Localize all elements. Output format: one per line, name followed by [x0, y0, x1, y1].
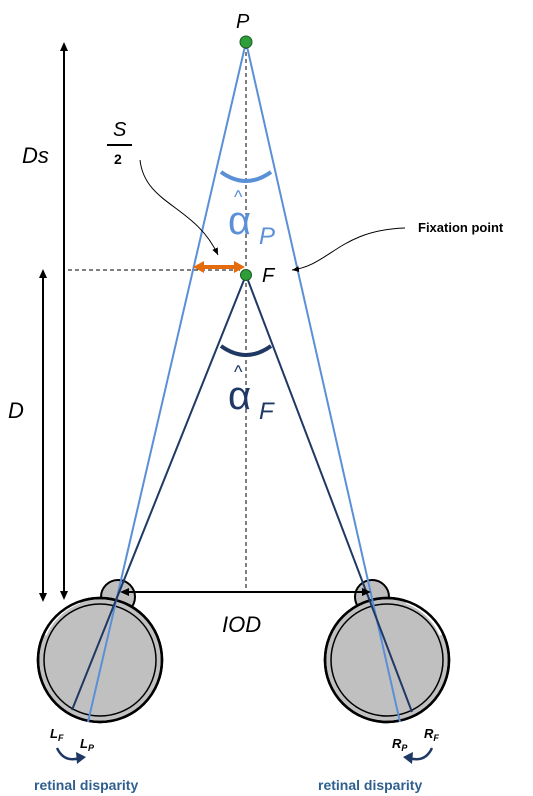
label-s-numerator: S	[113, 119, 127, 141]
alpha-f-arc	[219, 344, 273, 357]
label-iod: IOD	[222, 612, 261, 637]
retinal-disparity-right: retinal disparity	[318, 777, 422, 793]
left-eye	[36, 579, 164, 724]
label-lf: LF	[50, 726, 64, 743]
alpha-p-symbol: α	[228, 199, 251, 243]
point-f-marker	[240, 269, 252, 281]
label-fixation-point: Fixation point	[418, 220, 504, 235]
label-d: D	[8, 398, 24, 423]
retinal-disparity-left: retinal disparity	[34, 777, 138, 793]
label-ds: Ds	[22, 143, 49, 168]
label-f: F	[262, 265, 276, 287]
alpha-p-subscript: P	[259, 223, 275, 250]
label-lp: LP	[80, 736, 95, 753]
fixation-pointer	[291, 227, 406, 273]
label-rp: RP	[392, 736, 408, 753]
right-eye	[323, 579, 451, 724]
alpha-p-hat: ^	[234, 187, 243, 207]
label-rf: RF	[424, 726, 439, 743]
left-line-to-p	[87, 41, 247, 723]
alpha-f-symbol: α	[228, 374, 251, 418]
left-line-to-f	[71, 274, 247, 711]
right-line-to-f	[245, 274, 413, 713]
right-line-to-p	[245, 41, 401, 723]
alpha-f-hat: ^	[234, 362, 243, 382]
right-retinal-arrowhead	[403, 752, 413, 764]
label-s-denominator: 2	[114, 151, 122, 167]
point-p-marker	[239, 35, 253, 49]
label-p: P	[236, 11, 250, 33]
alpha-p-arc	[219, 170, 273, 183]
s-half-pointer	[139, 159, 219, 256]
alpha-f-subscript: F	[259, 398, 275, 425]
left-retinal-arrowhead	[76, 752, 86, 764]
